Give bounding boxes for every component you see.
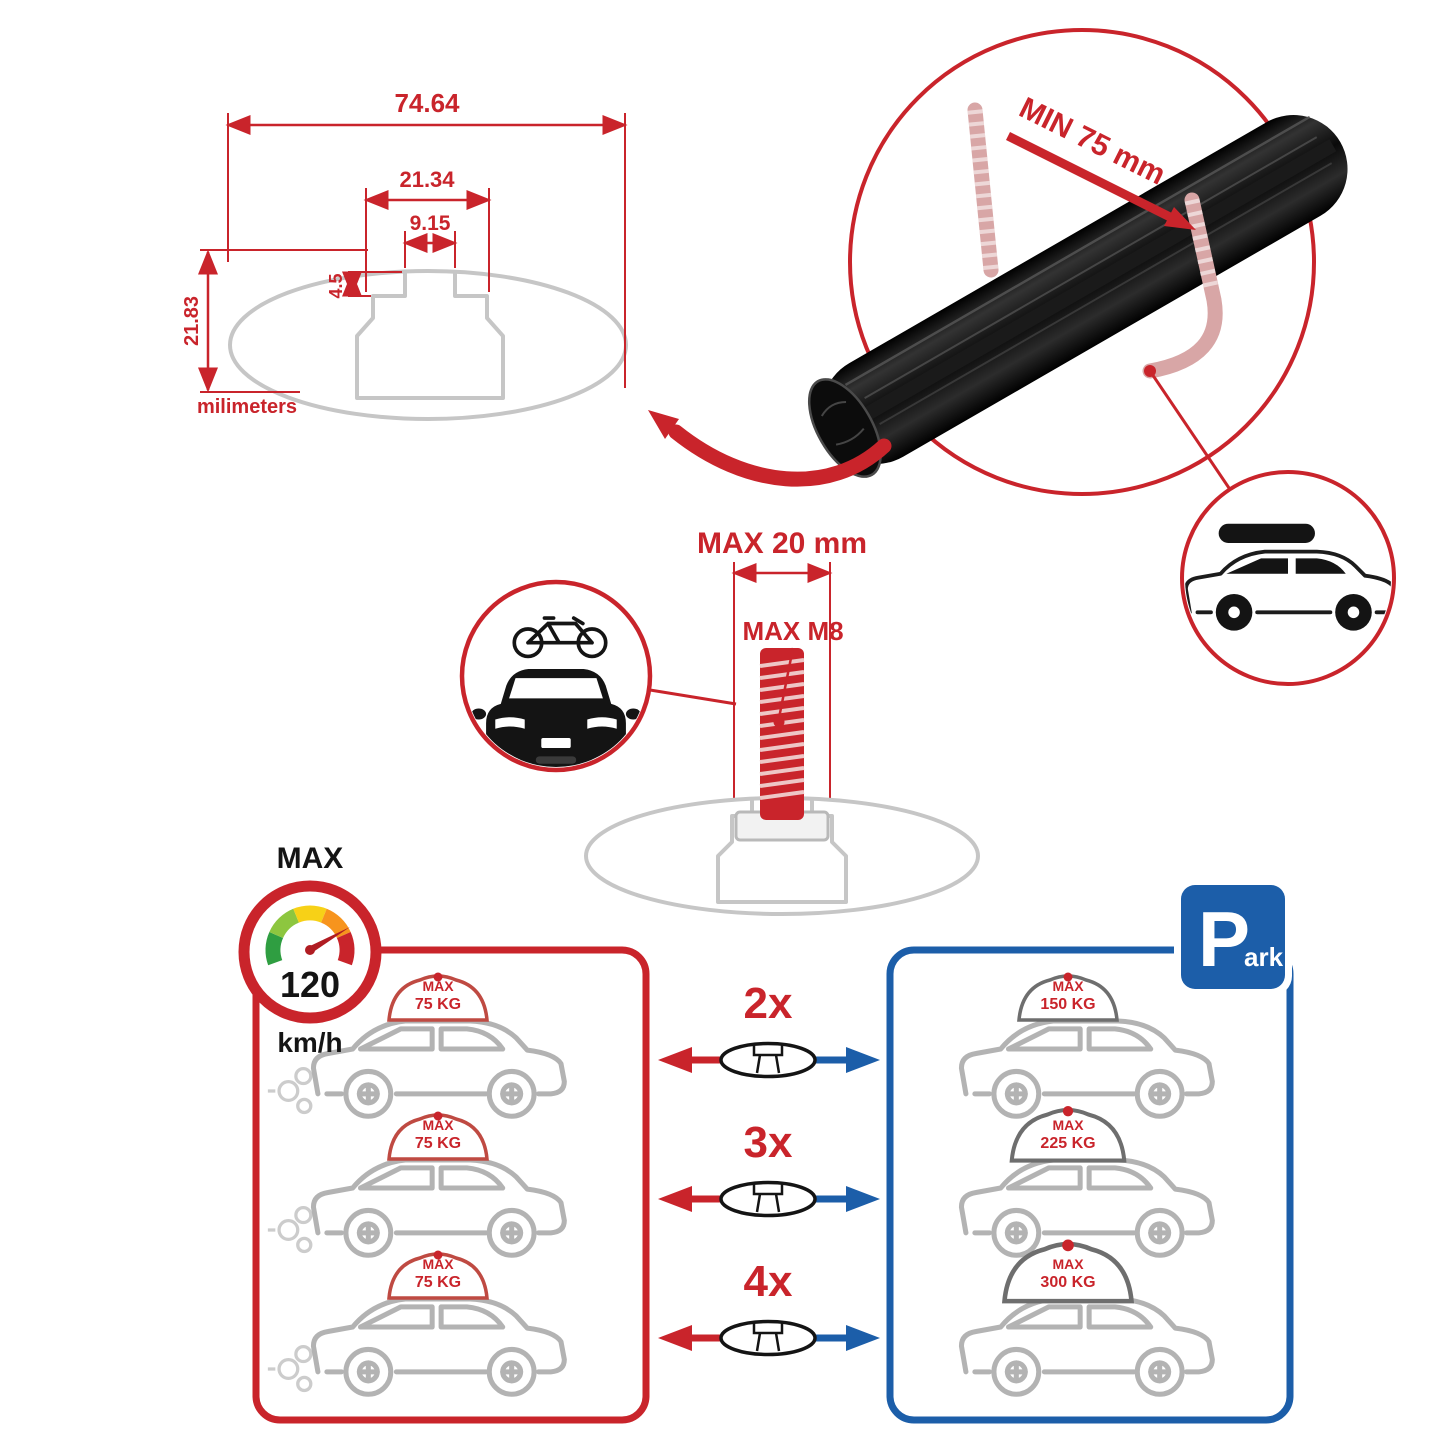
load-label: MAX (422, 1256, 454, 1272)
load-value: 75 KG (415, 1135, 461, 1152)
load-label: MAX (1052, 1117, 1084, 1133)
multiplier-label: 3x (744, 1118, 793, 1167)
leader-to-suv (1148, 370, 1231, 489)
load-value: 75 KG (415, 996, 461, 1013)
parking-rest: ark (1244, 942, 1284, 972)
thread-point-dot (773, 716, 785, 728)
car-side-icon (313, 1160, 564, 1255)
right-arrowhead (846, 1047, 880, 1073)
right-arrowhead (846, 1186, 880, 1212)
car-side-icon (961, 1299, 1212, 1394)
max-bolt-length-label: MAX 20 mm (697, 527, 867, 560)
load-label: MAX (422, 1117, 454, 1133)
bolt-detail-diagram: MAX 20 mm MAX M8 (584, 527, 980, 916)
max-thread-label: MAX M8 (742, 616, 843, 646)
suv-roofbox-circle (1180, 470, 1396, 686)
u-bolt-right-post (1142, 192, 1223, 379)
moving-cars: MAX 75 KG MAX 75 KG MAX 75 KG (266, 970, 564, 1395)
left-arrowhead (658, 1047, 692, 1073)
exhaust-icon (266, 1066, 313, 1115)
multiplier-label: 2x (744, 979, 793, 1028)
leader-to-bolt (649, 688, 737, 706)
left-arrowhead (658, 1325, 692, 1351)
crossbar-end-cap (807, 378, 882, 478)
detail-circle (848, 28, 1316, 496)
parking-letter: P (1198, 895, 1250, 983)
speedometer-needle (308, 927, 350, 953)
load-label: MAX (1052, 1256, 1084, 1272)
speed-units: km/h (277, 1027, 342, 1058)
dim-total-height: 21.83 (181, 296, 203, 346)
crossbar-section-icon (719, 1041, 817, 1079)
units-label: milimeters (197, 396, 297, 418)
load-value: 225 KG (1040, 1135, 1095, 1152)
profile-t-slot (355, 270, 505, 400)
load-label: MAX (422, 978, 454, 994)
dim-slot-width: 21.34 (399, 167, 455, 192)
speed-value: 120 (280, 964, 340, 1005)
car-side-icon (313, 1299, 564, 1394)
dim-lip-depth: 4.5 (326, 273, 346, 298)
min-clamp-arrowhead (1164, 207, 1196, 230)
crossbar-clamp-view: MIN 75 mm (648, 28, 1396, 686)
speed-max-label: MAX (277, 842, 344, 875)
speed-limit-badge: MAX 120 km/h (238, 842, 382, 1058)
pointer-arrowhead (648, 410, 679, 439)
exhaust-icon (266, 1344, 313, 1393)
profile-dimension-diagram: 74.64 21.34 9.15 4.5 21.83 milimeters (181, 88, 628, 421)
load-value: 300 KG (1040, 1274, 1095, 1291)
parking-sign: P ark (1174, 878, 1292, 996)
parking-sign-plate (1181, 885, 1285, 989)
crossbar-section-icon (719, 1180, 817, 1218)
load-label: MAX (1052, 978, 1084, 994)
dim-total-width: 74.64 (394, 88, 460, 118)
car-side-icon (961, 1160, 1212, 1255)
dim-opening-width: 9.15 (410, 212, 451, 235)
multiplier-label: 4x (744, 1257, 793, 1306)
parked-cars: MAX 150 KG MAX 225 KG MAX 300 KG (961, 970, 1212, 1395)
moving-load-panel (252, 946, 650, 1424)
load-value: 150 KG (1040, 996, 1095, 1013)
right-arrowhead (846, 1325, 880, 1351)
crossbar-section-icon (719, 1319, 817, 1357)
pointer-curved-arrow (668, 424, 892, 487)
crossbar-3d (807, 115, 1348, 478)
bar-count-rows: 2x 3x 4x (658, 979, 880, 1357)
car-side-icon (961, 1021, 1212, 1116)
u-bolt-left-post (967, 102, 999, 278)
min-clamp-arrow (1005, 131, 1173, 222)
exhaust-icon (266, 1205, 313, 1254)
parked-load-panel (886, 946, 1294, 1424)
car-side-icon (313, 1021, 564, 1116)
left-arrowhead (658, 1186, 692, 1212)
threaded-bolt (759, 648, 805, 820)
load-value: 75 KG (415, 1274, 461, 1291)
bike-on-roof-circle (459, 579, 737, 773)
